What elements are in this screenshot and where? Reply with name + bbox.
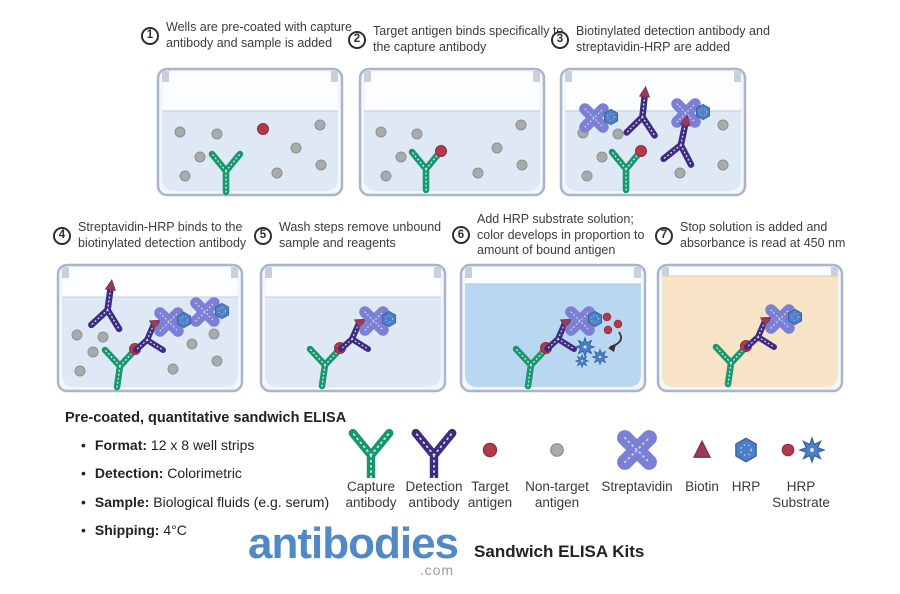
step-1-header: 1 Wells are pre-coated with capture anti… — [141, 20, 357, 51]
step-4-text: Streptavidin-HRP binds to the biotinylat… — [78, 220, 247, 250]
step-1-number: 1 — [141, 26, 159, 45]
step-4-header: 4 Streptavidin-HRP binds to the biotinyl… — [53, 220, 269, 251]
step-5-number: 5 — [254, 226, 272, 245]
bullet-sample: • Sample: Biological fluids (e.g. serum) — [81, 492, 365, 512]
biotin-icon — [693, 440, 711, 458]
step-5-header: 5 Wash steps remove unbound sample and r… — [254, 220, 454, 251]
product-info-title: Pre-coated, quantitative sandwich ELISA — [65, 410, 347, 426]
legend-hrp-substrate: HRP Substrate — [759, 422, 843, 511]
bullet-detection: • Detection: Colorimetric — [81, 463, 365, 483]
well-step-4 — [56, 263, 244, 393]
step-3-number: 3 — [551, 30, 569, 49]
step-3-text: Biotinylated detection antibody and stre… — [576, 24, 770, 54]
well-step-7 — [656, 263, 844, 393]
step-6-text: Add HRP substrate solution; color develo… — [477, 212, 645, 258]
bullet-format: • Format: 12 x 8 well strips — [81, 435, 365, 455]
legend-target-antigen: Target antigen — [460, 422, 520, 511]
step-4-number: 4 — [53, 226, 71, 245]
step-2-number: 2 — [348, 30, 366, 49]
well-step-6 — [459, 263, 647, 393]
bullet-dot: • — [81, 493, 86, 510]
bullet-shipping: • Shipping: 4°C — [81, 520, 365, 540]
step-7-text: Stop solution is added and absorbance is… — [680, 220, 846, 250]
well-step-3 — [559, 67, 747, 197]
step-7-header: 7 Stop solution is added and absorbance … — [655, 220, 860, 251]
step-2-header: 2 Target antigen binds specifically to t… — [348, 24, 570, 55]
hrp-substrate-icon — [781, 437, 825, 463]
step-5-text: Wash steps remove unbound sample and rea… — [279, 220, 442, 250]
brand-logo: antibodies .com — [248, 519, 459, 579]
step-2-text: Target antigen binds specifically to the… — [373, 24, 564, 54]
product-info: Pre-coated, quantitative sandwich ELISA … — [65, 410, 365, 548]
step-6-number: 6 — [452, 226, 470, 245]
bullet-dot: • — [81, 465, 86, 482]
step-3-header: 3 Biotinylated detection antibody and st… — [551, 24, 773, 55]
legend-biotin: Biotin — [672, 422, 732, 495]
well-step-2 — [358, 67, 546, 197]
streptavidin-icon — [607, 422, 667, 478]
brand-name: antibodies — [248, 519, 459, 568]
target-antigen-icon — [482, 442, 498, 458]
brand-tld: .com — [419, 562, 455, 578]
well-step-1 — [156, 67, 344, 197]
step-6-header: 6 Add HRP substrate solution; color deve… — [452, 212, 664, 259]
legend-streptavidin: Streptavidin — [587, 422, 687, 495]
legend-hrp: HRP — [721, 422, 771, 495]
footer: antibodies .com Sandwich ELISA Kits — [248, 519, 645, 579]
legend-capture-antibody: Capture antibody — [330, 422, 412, 511]
product-line-title: Sandwich ELISA Kits — [474, 542, 645, 561]
step-1-text: Wells are pre-coated with capture antibo… — [166, 20, 352, 50]
bullet-dot: • — [81, 437, 86, 453]
detection-antibody-icon — [399, 422, 469, 478]
legend-detection-antibody: Detection antibody — [392, 422, 476, 511]
step-7-number: 7 — [655, 226, 673, 245]
well-step-5 — [259, 263, 447, 393]
bullet-dot: • — [81, 521, 86, 538]
non-target-antigen-icon — [550, 443, 564, 457]
legend-non-target-antigen: Non-target antigen — [517, 422, 597, 511]
